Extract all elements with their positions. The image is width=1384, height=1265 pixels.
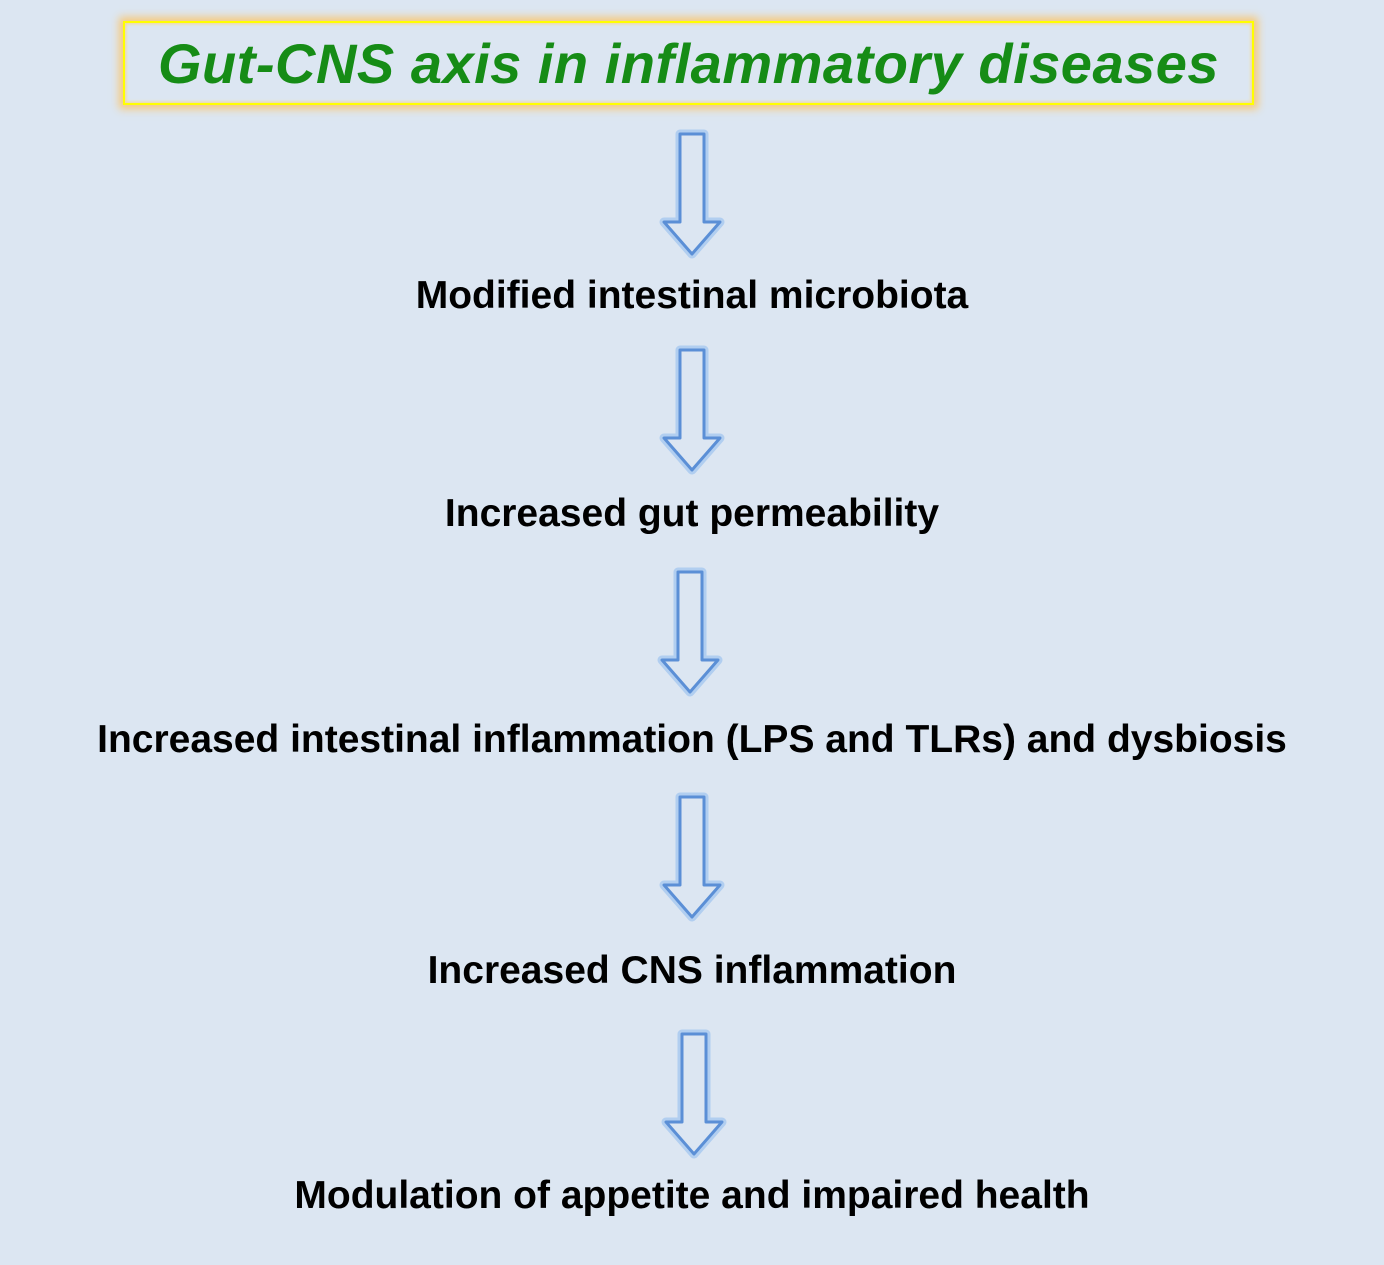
down-arrow-icon — [657, 567, 723, 697]
title-box: Gut-CNS axis in inflammatory diseases — [123, 21, 1254, 105]
down-arrow-icon — [659, 792, 725, 922]
step-intestinal-inflammation: Increased intestinal inflammation (LPS a… — [97, 718, 1287, 761]
step-appetite-health: Modulation of appetite and impaired heal… — [294, 1174, 1090, 1217]
step-gut-permeability: Increased gut permeability — [444, 492, 940, 535]
down-arrow-icon — [661, 1029, 727, 1159]
diagram-title: Gut-CNS axis in inflammatory diseases — [157, 31, 1220, 95]
step-cns-inflammation: Increased CNS inflammation — [427, 949, 957, 992]
down-arrow-icon — [659, 129, 725, 259]
step-modified-microbiota: Modified intestinal microbiota — [415, 274, 969, 317]
down-arrow-icon — [659, 345, 725, 475]
